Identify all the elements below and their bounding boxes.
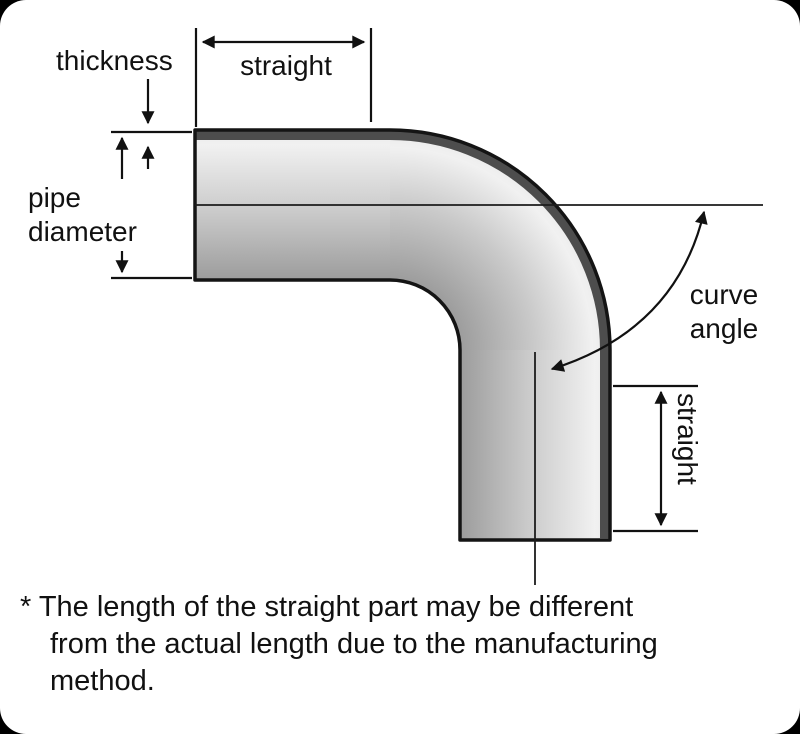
label-straight-top: straight <box>240 50 332 81</box>
label-straight-right: straight <box>672 393 704 485</box>
footnote-line-3: method. <box>50 665 155 697</box>
centerlines <box>195 204 763 585</box>
pipe-elbow-illustration <box>193 128 612 542</box>
dimension-straight-right <box>613 384 698 533</box>
footnote: * The length of the straight part may be… <box>20 589 658 700</box>
label-pipe-diameter: pipe diameter <box>28 179 170 252</box>
label-curve-angle: curve angle <box>689 279 759 345</box>
footnote-line-1: * The length of the straight part may be… <box>20 591 634 623</box>
dimension-straight-top <box>194 28 373 127</box>
footnote-line-2: from the actual length due to the manufa… <box>50 628 658 660</box>
dimension-curve-angle <box>550 210 708 372</box>
label-thickness: thickness <box>56 45 173 76</box>
angle-arc-arrow <box>550 210 708 372</box>
